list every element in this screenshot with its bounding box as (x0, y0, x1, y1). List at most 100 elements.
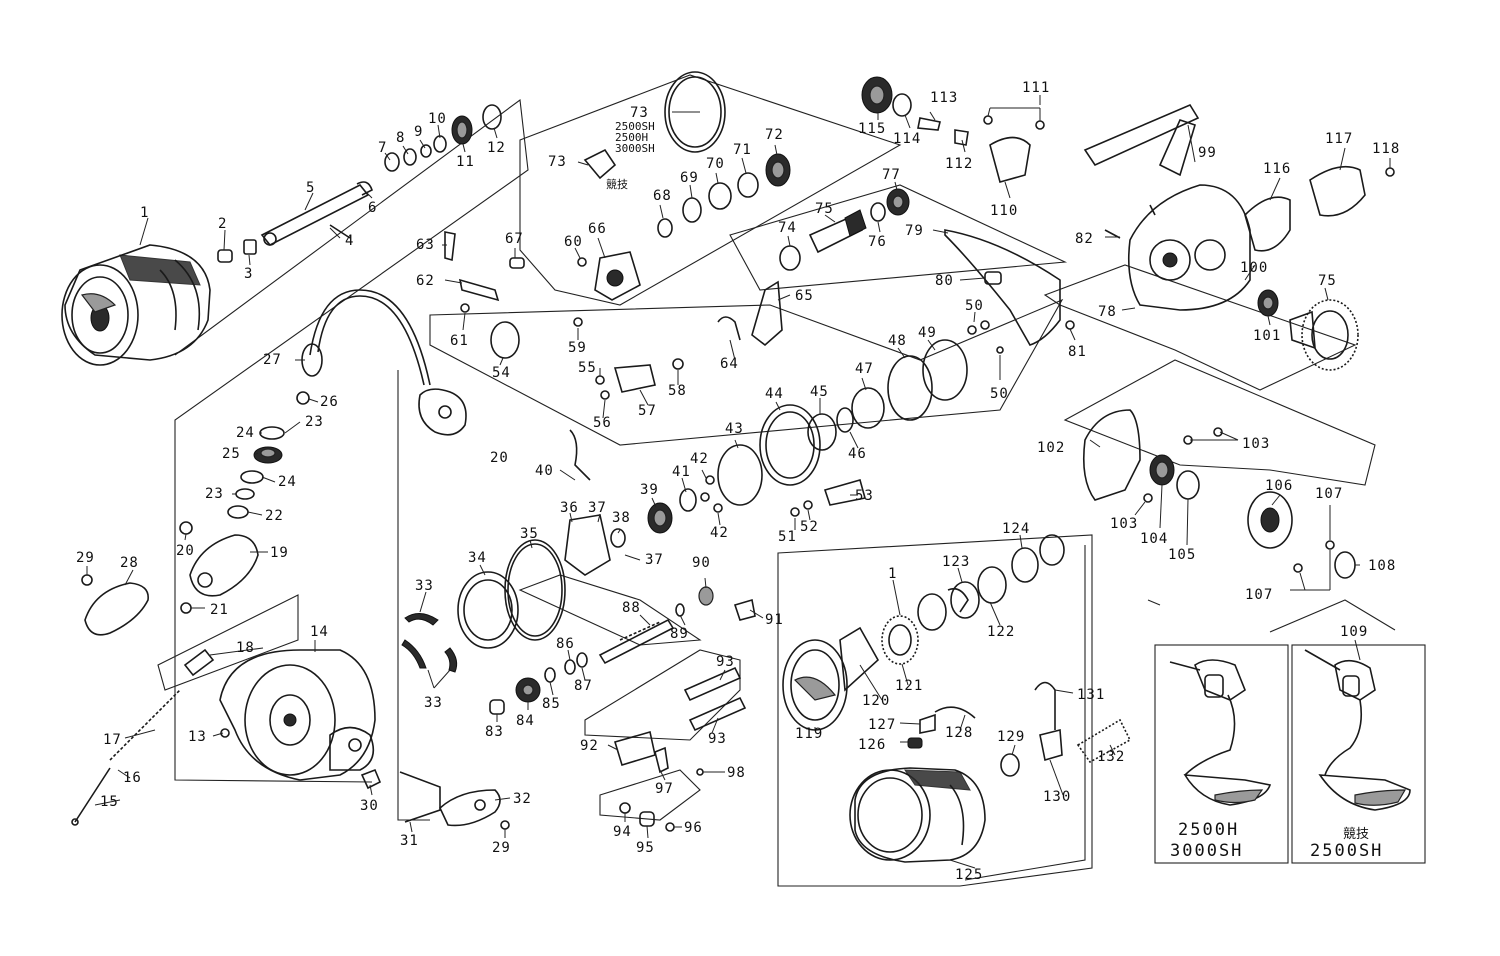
frame-bail-left (157, 594, 299, 691)
label-88: 88 (622, 600, 641, 616)
label-114: 114 (893, 131, 921, 147)
label-2: 2 (218, 216, 227, 232)
variant-73-line1: 2500SH (615, 120, 655, 133)
frame-spare-spool (777, 534, 1093, 887)
label-102: 102 (1037, 440, 1065, 456)
rotor-ring-33-icon (401, 613, 458, 673)
label-23a: 23 (305, 414, 324, 430)
label-119: 119 (795, 726, 823, 742)
handle-variant-right-icon (1304, 649, 1411, 811)
label-42b: 42 (710, 525, 729, 541)
label-69: 69 (680, 170, 699, 186)
label-46: 46 (848, 446, 867, 462)
label-103a: 103 (1242, 436, 1270, 452)
label-86: 86 (556, 636, 575, 652)
label-59: 59 (568, 340, 587, 356)
handle-variant-captions: 2500H 3000SH 競技 2500SH (1170, 820, 1381, 861)
label-15: 15 (100, 794, 119, 810)
label-28: 28 (120, 555, 139, 571)
label-121: 121 (895, 678, 923, 694)
label-87: 87 (574, 678, 593, 694)
label-103b: 103 (1110, 516, 1138, 532)
frame-handle-variant-left (1154, 644, 1289, 864)
label-108: 108 (1368, 558, 1396, 574)
oscillating-slider-icon (613, 666, 747, 832)
label-16: 16 (123, 770, 142, 786)
label-1: 1 (140, 205, 149, 221)
label-7: 7 (378, 140, 387, 156)
label-33b: 33 (424, 695, 443, 711)
label-90: 90 (692, 555, 711, 571)
label-75b: 75 (1318, 273, 1337, 289)
label-29b: 29 (492, 840, 511, 856)
label-61: 61 (450, 333, 469, 349)
label-78: 78 (1098, 304, 1117, 320)
label-77: 77 (882, 167, 901, 183)
variant-73-line4: 競技 (606, 177, 628, 191)
variant-notes-73: 2500SH 2500H 3000SH 競技 (606, 120, 655, 191)
bail-trip-icon (360, 768, 510, 830)
label-110: 110 (990, 203, 1018, 219)
frame-rotor-center (429, 298, 1064, 446)
label-24b: 24 (278, 474, 297, 490)
label-91: 91 (765, 612, 784, 628)
label-44: 44 (765, 386, 784, 402)
label-19: 19 (270, 545, 289, 561)
drag-washers-icon (217, 104, 502, 263)
label-126: 126 (858, 737, 886, 753)
frame-oscillating-slider (584, 649, 741, 741)
label-26: 26 (320, 394, 339, 410)
label-9: 9 (414, 124, 423, 140)
label-100: 100 (1240, 260, 1268, 276)
leader-lines (86, 95, 1391, 869)
label-74: 74 (778, 220, 797, 236)
stopper-parts-icon (861, 76, 1045, 183)
spare-spool-icon (782, 534, 1132, 863)
label-49: 49 (918, 325, 937, 341)
label-14: 14 (310, 624, 329, 640)
variant-left-line2: 3000SH (1170, 841, 1243, 861)
label-115: 115 (858, 121, 886, 137)
label-43: 43 (725, 421, 744, 437)
frame-handle-variant-right (1291, 644, 1426, 864)
label-106: 106 (1265, 478, 1293, 494)
label-52: 52 (800, 519, 819, 535)
label-35: 35 (520, 526, 539, 542)
label-99: 99 (1198, 145, 1217, 161)
label-79: 79 (905, 223, 924, 239)
label-3: 3 (244, 266, 253, 282)
label-130: 130 (1043, 789, 1071, 805)
label-83: 83 (485, 724, 504, 740)
label-34: 34 (468, 550, 487, 566)
label-53: 53 (855, 488, 874, 504)
label-122: 122 (987, 624, 1015, 640)
frame-rotor-nut (518, 574, 702, 646)
variant-73-line2: 2500H (615, 131, 648, 144)
label-109: 109 (1340, 624, 1368, 640)
label-117: 117 (1325, 131, 1353, 147)
variant-73-line3: 3000SH (615, 142, 655, 155)
label-93b: 93 (708, 731, 727, 747)
bail-wire-icon (81, 289, 467, 677)
label-67: 67 (505, 231, 524, 247)
label-89: 89 (670, 626, 689, 642)
label-51: 51 (778, 529, 797, 545)
label-84: 84 (516, 713, 535, 729)
label-82: 82 (1075, 231, 1094, 247)
label-112: 112 (945, 156, 973, 172)
frame-handle-variant-top (1269, 599, 1396, 633)
label-92: 92 (580, 738, 599, 754)
label-132: 132 (1097, 749, 1125, 765)
label-31: 31 (400, 833, 419, 849)
label-55: 55 (578, 360, 597, 376)
label-71: 71 (733, 142, 752, 158)
label-113: 113 (930, 90, 958, 106)
label-24a: 24 (236, 425, 255, 441)
label-124: 124 (1002, 521, 1030, 537)
label-107a: 107 (1315, 486, 1343, 502)
label-93a: 93 (716, 654, 735, 670)
label-105: 105 (1168, 547, 1196, 563)
label-22: 22 (265, 508, 284, 524)
label-81: 81 (1068, 344, 1087, 360)
label-50b: 50 (990, 386, 1009, 402)
